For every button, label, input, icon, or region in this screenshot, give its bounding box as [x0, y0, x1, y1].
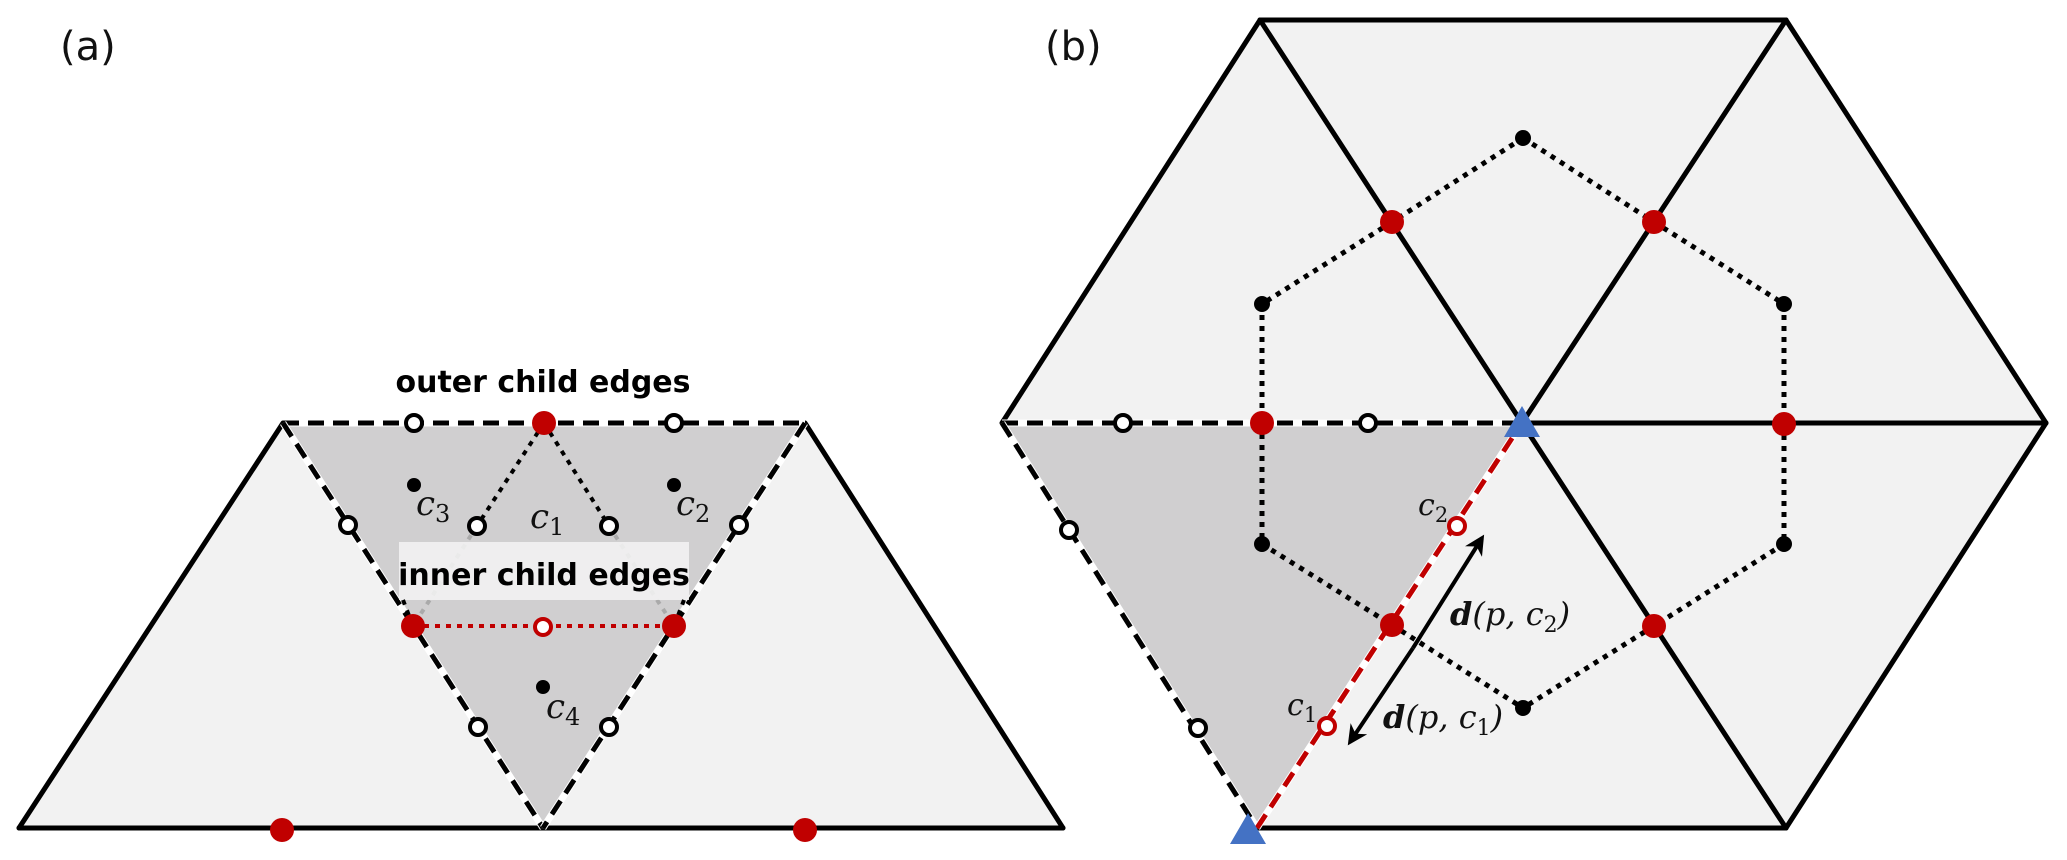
- panel-a-label: (a): [60, 24, 116, 70]
- dual-vertex-4: [1254, 536, 1270, 552]
- child-edge-midpoint-2: [664, 413, 684, 433]
- distance-arrow-to-c2: [1411, 534, 1485, 650]
- dual-edge-2: [1260, 219, 1394, 307]
- hex-edge-upper-right: [1783, 17, 2049, 426]
- shaded-edge-right-red-dashed: [1254, 421, 1525, 830]
- parent-edge-left: [16, 420, 286, 831]
- dual-vertex-1: [1515, 130, 1531, 146]
- child-edge-midpoint-4: [729, 515, 749, 535]
- child-edge-midpoint-6: [599, 717, 619, 737]
- parent-edge-midpoint-top: [532, 411, 556, 435]
- child-edge-midpoint-left-1: [1059, 520, 1079, 540]
- edge-midpoint-4: [1772, 412, 1796, 436]
- child-edge-midpoint-5: [468, 717, 488, 737]
- panel-b-label: (b): [1045, 24, 1102, 70]
- dual-edge-1: [1390, 135, 1525, 225]
- vertex-p-bottom: [1230, 813, 1266, 844]
- dual-vertex-6: [1515, 700, 1531, 716]
- outer-child-edge-right: [540, 421, 808, 830]
- point-c2: [1447, 516, 1467, 536]
- inner-edge-midpoint-red: [533, 617, 553, 637]
- dual-edge-11: [1652, 541, 1786, 629]
- parent-edge-right: [802, 420, 1066, 831]
- hex-edge-upper-left: [999, 17, 1263, 426]
- edge-midpoint-3: [1250, 411, 1274, 435]
- dual-vertex-5: [1776, 536, 1792, 552]
- parent-edge-midpoint-right: [662, 614, 686, 638]
- edge-midpoint-2: [1642, 210, 1666, 234]
- distance-label-d-p-c1: d(p, c1): [1383, 698, 1503, 741]
- child-center-c2: [667, 478, 681, 492]
- dual-edge-9: [1260, 541, 1394, 628]
- parent-edge-midpoint-bottom-left: [270, 818, 294, 842]
- inner-child-edge-left-upper: [475, 421, 546, 528]
- child-center-c3: [407, 478, 421, 492]
- inner-child-edge-right-upper: [542, 421, 611, 528]
- child-center-c4: [536, 680, 550, 694]
- dual-vertex-3: [1776, 296, 1792, 312]
- dual-edge-10: [1390, 622, 1525, 711]
- distance-label-d-p-c2: d(p, c2): [1450, 595, 1570, 638]
- dual-vertex-2: [1254, 296, 1270, 312]
- parent-edge-midpoint-bottom-right: [793, 818, 817, 842]
- child-edge-midpoint-8: [599, 516, 619, 536]
- child-edge-midpoint-left-2: [1188, 718, 1208, 738]
- dual-edge-4: [1652, 219, 1786, 307]
- child-edge-midpoint-top-2: [1358, 413, 1378, 433]
- child-edge-midpoint-1: [404, 413, 424, 433]
- outer-child-edges-label: outer child edges: [395, 365, 690, 400]
- hex-edge-lower-right: [1783, 420, 2049, 831]
- parent-edge-midpoint-left: [401, 614, 425, 638]
- child-edge-midpoint-top-1: [1113, 413, 1133, 433]
- inner-child-edges-box: [399, 542, 689, 600]
- dual-edge-3: [1521, 135, 1656, 225]
- shaded-cell: [1002, 423, 1522, 828]
- child-edge-midpoint-7: [467, 516, 487, 536]
- child-edge-midpoint-3: [338, 515, 358, 535]
- point-label-c1: c1: [1287, 688, 1317, 727]
- dual-edge-12: [1521, 623, 1656, 711]
- vertex-p-center: [1504, 406, 1540, 437]
- edge-midpoint-6: [1642, 614, 1666, 638]
- distance-arrow-to-c1: [1347, 646, 1415, 746]
- inner-child-edges-label: inner child edges: [398, 558, 690, 593]
- shaded-edge-left-dashed: [999, 421, 1260, 830]
- edge-midpoint-5: [1380, 613, 1404, 637]
- edge-midpoint-1: [1380, 210, 1404, 234]
- point-c1: [1317, 716, 1337, 736]
